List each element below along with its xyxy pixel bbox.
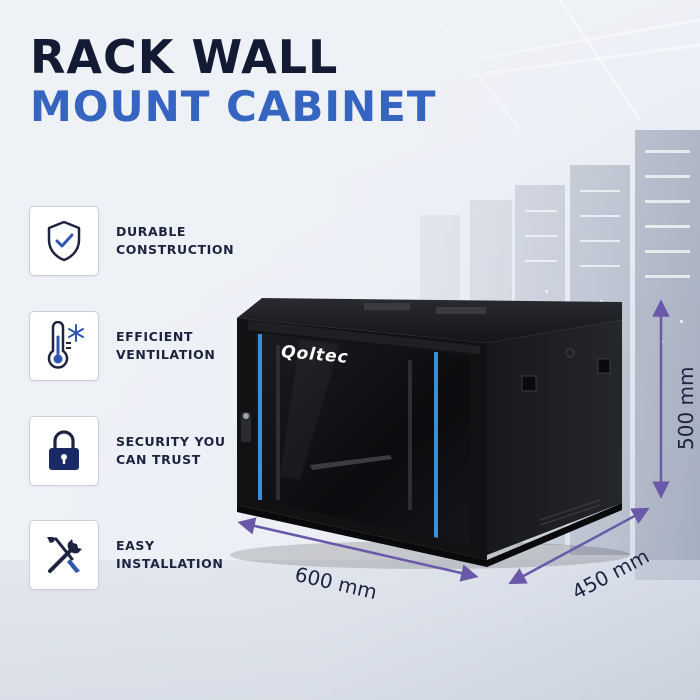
feature-icon-box — [29, 206, 99, 276]
feature-icon-box — [29, 416, 99, 486]
feature-durable-construction: DURABLE CONSTRUCTION — [29, 206, 234, 276]
title-line-1: RACK WALL — [30, 30, 339, 84]
feature-label: EFFICIENT VENTILATION — [116, 328, 215, 364]
feature-label-line-1: SECURITY YOU — [116, 434, 226, 449]
feature-label-line-2: VENTILATION — [116, 347, 216, 362]
page-title: RACK WALL MOUNT CABINET — [30, 34, 436, 128]
wrench-screwdriver-icon — [47, 537, 82, 573]
feature-label-line-2: CONSTRUCTION — [116, 242, 235, 257]
feature-easy-installation: EASY INSTALLATION — [29, 520, 223, 590]
feature-label-line-2: CAN TRUST — [116, 452, 201, 467]
feature-label: SECURITY YOU CAN TRUST — [116, 433, 226, 469]
feature-label-line-1: DURABLE — [116, 224, 187, 239]
feature-label: EASY INSTALLATION — [116, 537, 223, 573]
feature-label-line-1: EFFICIENT — [116, 329, 194, 344]
feature-label-line-1: EASY — [116, 538, 155, 553]
title-line-2: MOUNT CABINET — [30, 82, 437, 131]
shield-check-icon — [47, 220, 81, 262]
feature-label-line-2: INSTALLATION — [116, 556, 224, 571]
padlock-icon — [49, 430, 79, 470]
depth-arrow — [508, 507, 650, 585]
feature-icon-box — [29, 520, 99, 590]
feature-security: SECURITY YOU CAN TRUST — [29, 416, 226, 486]
width-arrow — [237, 517, 479, 582]
feature-icon-box — [29, 311, 99, 381]
thermometer-snowflake-icon — [47, 321, 84, 369]
height-label: 500 mm — [674, 366, 698, 451]
feature-efficient-ventilation: EFFICIENT VENTILATION — [29, 311, 215, 381]
feature-label: DURABLE CONSTRUCTION — [116, 223, 234, 259]
